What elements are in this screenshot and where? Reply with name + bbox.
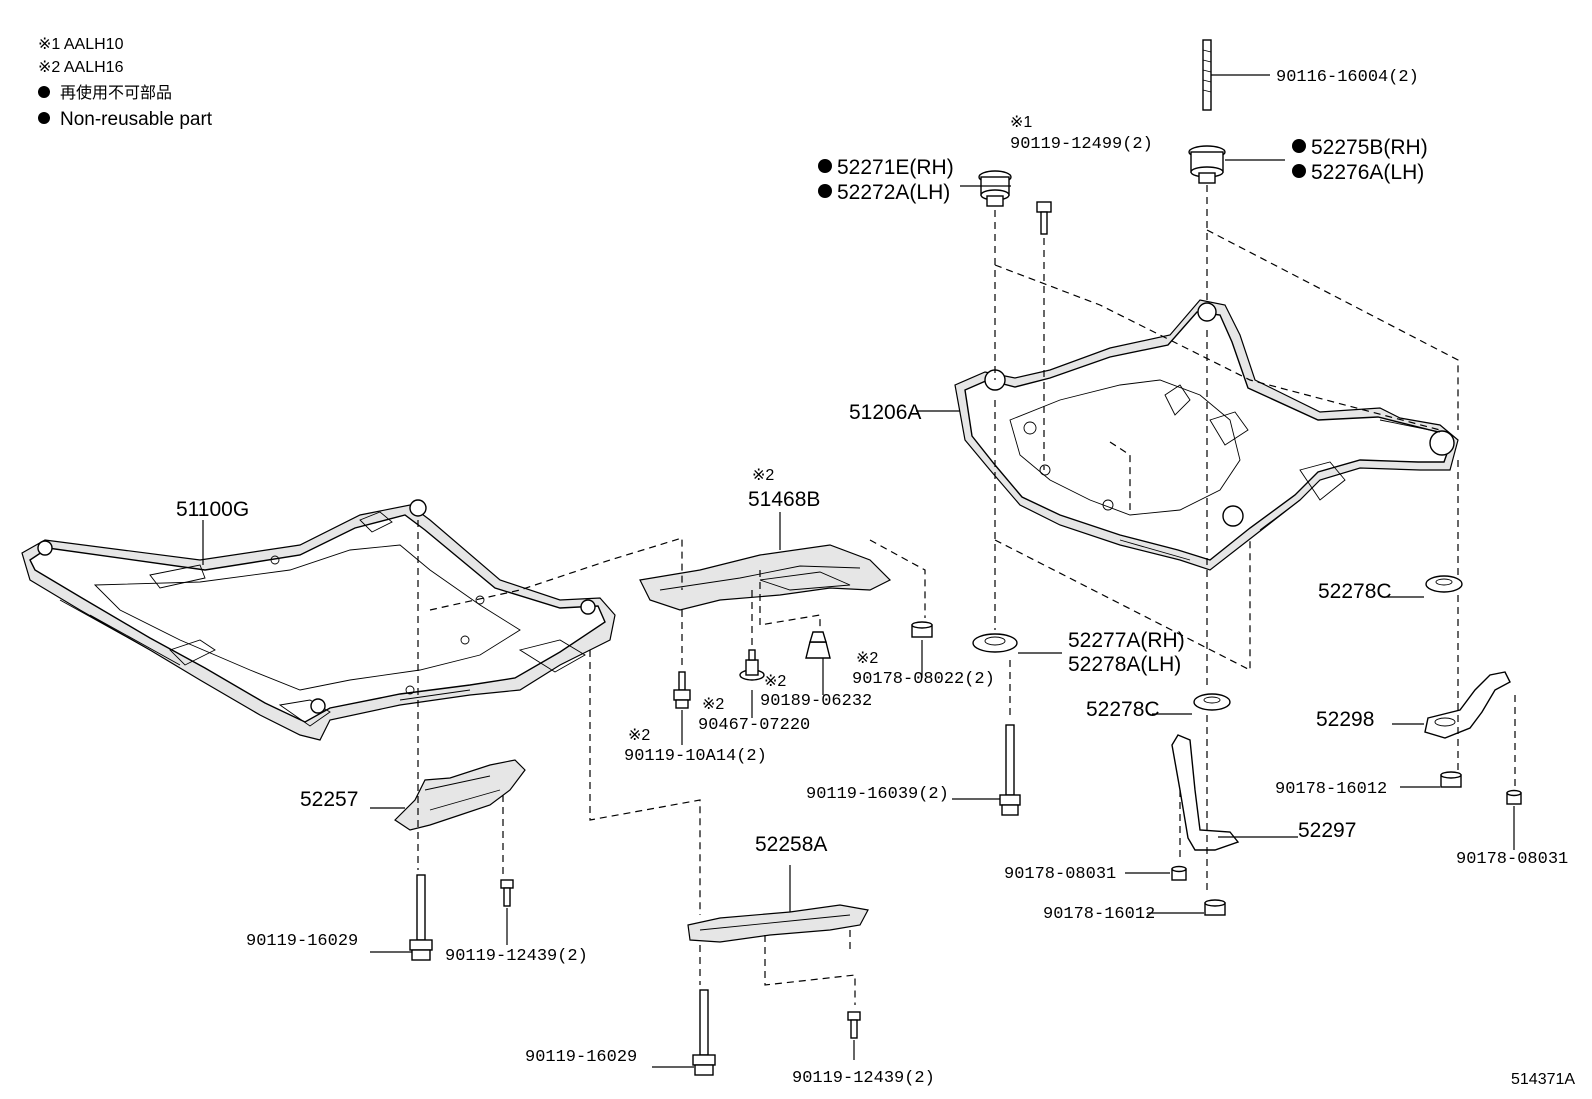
label-52272a: 52272A(LH) — [837, 181, 950, 204]
marker-2: ※2 — [702, 696, 724, 713]
legend-note-1: ※1 AALH10 — [38, 36, 124, 53]
front-subframe-drawing — [21, 499, 616, 741]
label-52297: 52297 — [1298, 819, 1356, 842]
stud-bolt-drawing — [1202, 39, 1212, 111]
label-90189-06232: 90189-06232 — [760, 692, 872, 711]
label-90119-12439-b: 90119-12439(2) — [792, 1069, 935, 1088]
nonreusable-bullet-icon — [1292, 139, 1306, 153]
leader-lines — [202, 74, 1515, 1068]
brace-52297-drawing — [1171, 734, 1240, 851]
label-90119-16029-b: 90119-16029 — [525, 1048, 637, 1067]
stopper-52277a-drawing — [972, 633, 1018, 653]
bracket-52257-drawing — [394, 759, 526, 831]
label-90119-10a14: 90119-10A14(2) — [624, 747, 767, 766]
label-90119-16039: 90119-16039(2) — [806, 785, 949, 804]
brace-52298-drawing — [1424, 671, 1511, 739]
label-90467-07220: 90467-07220 — [698, 716, 810, 735]
label-52276a: 52276A(LH) — [1311, 161, 1424, 184]
label-52298: 52298 — [1316, 708, 1374, 731]
bolt-16029-a-drawing — [409, 874, 433, 961]
label-52278c-a: 52278C — [1318, 580, 1392, 603]
label-52258a: 52258A — [755, 833, 827, 856]
clip-06232-drawing — [805, 631, 831, 659]
label-51206a: 51206A — [849, 401, 921, 424]
nonreusable-bullet-icon — [38, 86, 50, 98]
label-52278c-b: 52278C — [1086, 698, 1160, 721]
nonreusable-bullet-icon — [1292, 164, 1306, 178]
legend-nonreusable-jp: 再使用不可部品 — [60, 84, 172, 102]
figure-id: 514371A — [1511, 1071, 1575, 1088]
nut-16012-a-drawing — [1440, 771, 1462, 788]
part-labels: 90116-16004(2) ※1 90119-12499(2) 52271E(… — [176, 68, 1575, 1088]
clip-07220-drawing — [739, 649, 765, 681]
label-52278a: 52278A(LH) — [1068, 653, 1181, 676]
label-90119-12499: 90119-12499(2) — [1010, 135, 1153, 154]
label-90116-16004: 90116-16004(2) — [1276, 68, 1419, 87]
label-90178-08031-b: 90178-08031 — [1004, 865, 1116, 884]
marker-1: ※1 — [1010, 114, 1032, 131]
bushing-52271e-drawing — [978, 170, 1012, 207]
bolt-16029-b-drawing — [692, 989, 716, 1076]
marker-2: ※2 — [856, 650, 878, 667]
nut-16012-b-drawing — [1204, 899, 1226, 916]
label-90178-16012-b: 90178-16012 — [1043, 905, 1155, 924]
label-90178-08022: 90178-08022(2) — [852, 670, 995, 689]
brace-52258a-drawing — [687, 904, 869, 943]
label-52275b: 52275B(RH) — [1311, 136, 1428, 159]
bolt-16039-drawing — [999, 724, 1021, 816]
nut-08022-drawing — [911, 621, 933, 638]
nut-08031-a-drawing — [1506, 789, 1522, 805]
legend: ※1 AALH10 ※2 AALH16 再使用不可部品 Non-reusable… — [38, 36, 213, 130]
nonreusable-bullet-icon — [38, 112, 50, 124]
legend-note-2: ※2 AALH16 — [38, 59, 124, 76]
bolt-12439-b-drawing — [847, 1011, 861, 1039]
cover-51468b-drawing — [639, 544, 892, 611]
label-90119-12439-a: 90119-12439(2) — [445, 947, 588, 966]
label-52257: 52257 — [300, 788, 358, 811]
label-52277a: 52277A(RH) — [1068, 629, 1185, 652]
marker-2: ※2 — [764, 673, 786, 690]
nonreusable-bullet-icon — [818, 184, 832, 198]
marker-2: ※2 — [628, 727, 650, 744]
bolt-12439-a-drawing — [500, 879, 514, 907]
nonreusable-bullet-icon — [818, 159, 832, 173]
marker-2: ※2 — [752, 467, 774, 484]
label-52271e: 52271E(RH) — [837, 156, 954, 179]
nut-08031-b-drawing — [1171, 865, 1187, 881]
label-90178-08031-a: 90178-08031 — [1456, 850, 1568, 869]
legend-nonreusable-en: Non-reusable part — [60, 109, 213, 130]
bolt-12499-drawing — [1036, 201, 1052, 235]
label-51100g: 51100G — [176, 498, 249, 521]
alignment-lines — [417, 185, 1516, 1005]
bushing-52275b-drawing — [1188, 145, 1226, 184]
stopper-52278c-b-drawing — [1193, 693, 1231, 711]
label-90178-16012-a: 90178-16012 — [1275, 780, 1387, 799]
bolt-10a14-drawing — [673, 671, 691, 709]
rear-subframe-drawing — [954, 299, 1459, 571]
label-51468b: 51468B — [748, 488, 820, 511]
stopper-52278c-a-drawing — [1425, 575, 1463, 593]
label-90119-16029-a: 90119-16029 — [246, 932, 358, 951]
